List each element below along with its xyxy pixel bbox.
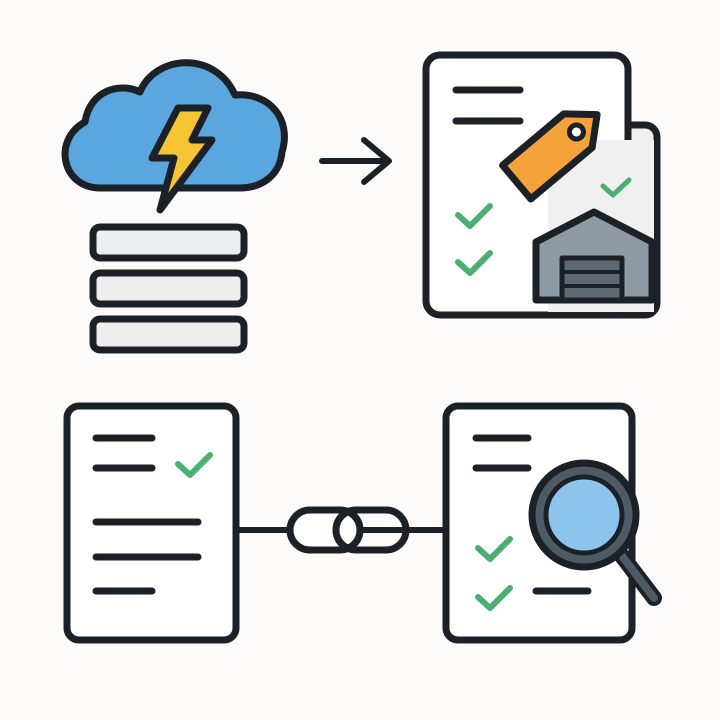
check-icon <box>475 536 513 562</box>
lightning-icon <box>148 104 216 214</box>
check-icon <box>475 585 513 611</box>
database-bar <box>89 315 248 354</box>
checklist-document-icon <box>63 402 240 644</box>
database-bar <box>89 223 248 262</box>
chain-link <box>332 506 410 554</box>
chain-link-icon <box>286 506 410 554</box>
database-bar <box>89 269 248 308</box>
arrow-right-icon <box>319 137 392 185</box>
search-document-icon <box>442 402 662 644</box>
cloud-lightning-icon <box>61 59 288 214</box>
magnifier-icon <box>528 459 662 606</box>
check-icon <box>455 203 493 229</box>
database-icon <box>89 223 248 354</box>
chain-link <box>286 506 364 554</box>
warehouse-icon <box>532 208 656 304</box>
check-icon <box>600 177 632 198</box>
check-icon <box>175 452 213 478</box>
tagged-warehouse-document-icon <box>422 51 661 319</box>
price-tag-icon <box>499 110 601 203</box>
check-icon <box>455 250 493 276</box>
